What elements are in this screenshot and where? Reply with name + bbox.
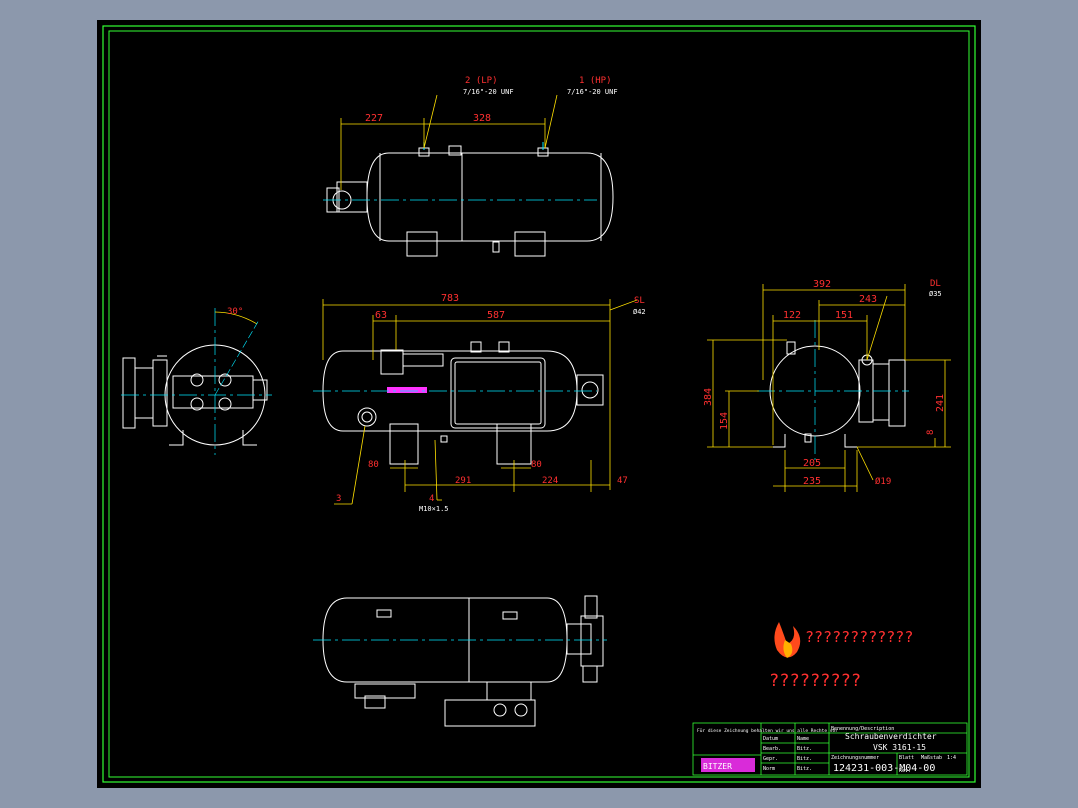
- front-magenta-part: [387, 387, 427, 393]
- top-flange: [336, 181, 368, 213]
- angle-arc: [214, 311, 258, 325]
- logo-flame-icon: [774, 622, 801, 658]
- top-foot-left: [406, 231, 438, 257]
- front-view-dimensions: [322, 299, 638, 505]
- front-sight-glass: [357, 407, 377, 427]
- front-suction-flange: [576, 374, 604, 406]
- inner-frame: [108, 30, 970, 778]
- right-flange: [888, 359, 906, 427]
- front-foot-right: [496, 423, 532, 465]
- front-vessel-body: [322, 350, 578, 432]
- top-vessel-body: [366, 152, 614, 242]
- front-nameplate: [450, 357, 546, 429]
- brand-logo-badge: [701, 758, 755, 772]
- top-foot-right: [514, 231, 546, 257]
- front-foot-left: [389, 423, 419, 465]
- top-view-dimensions: [340, 94, 558, 190]
- front-view: [322, 341, 604, 465]
- title-block: [692, 722, 968, 776]
- left-compressor-block: [172, 375, 254, 409]
- bottom-view: [322, 595, 604, 727]
- right-view-dimensions: [707, 284, 951, 492]
- front-valve-block: [380, 349, 404, 375]
- bottom-vessel-body: [322, 597, 568, 683]
- outer-frame: [102, 25, 976, 783]
- top-view: [326, 142, 614, 257]
- drawing-canvas: [102, 25, 976, 783]
- cad-viewport[interactable]: 2 (LP) 7/16"-20 UNF 1 (HP) 7/16"-20 UNF …: [97, 20, 981, 788]
- right-view: [769, 341, 906, 448]
